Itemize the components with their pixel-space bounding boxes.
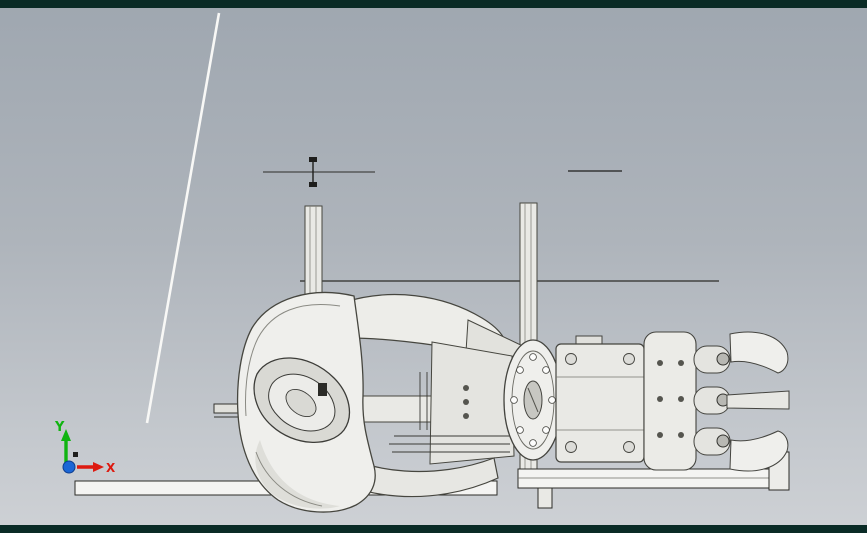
seat-pad-top: [729, 331, 789, 374]
connector-plate: [643, 331, 697, 471]
axis-z-dot: [62, 460, 76, 474]
stacked-plates: [389, 372, 510, 453]
diagonal-line-stroke: [145, 12, 221, 424]
end-effector-assembly[interactable]: [643, 331, 790, 472]
bolt-dots: [463, 385, 469, 419]
dome-rim-lower: [255, 451, 323, 507]
connector-bolts: [657, 360, 684, 438]
wrist-flange[interactable]: [503, 339, 563, 461]
origin-marker: [73, 452, 78, 457]
seat-rail: [726, 390, 790, 410]
sketch-pin-left[interactable]: [263, 157, 375, 187]
seat-pad-bottom: [729, 430, 789, 472]
forearm-block: [429, 341, 515, 465]
flange-bolts: [510, 353, 556, 447]
housing-screws: [565, 353, 635, 453]
robot-arm-assembly[interactable]: [236, 291, 790, 513]
axis-x-label: X: [106, 461, 116, 475]
dome-fitting: [318, 383, 327, 396]
foot-bracket: [537, 487, 553, 509]
axis-y-label: Y: [54, 420, 65, 435]
dome-rim: [245, 303, 341, 417]
pin-head: [309, 157, 317, 162]
pin-foot: [309, 182, 317, 187]
actuator-housing[interactable]: [555, 335, 645, 463]
lens-core: [285, 388, 317, 418]
cylinders: [693, 345, 731, 456]
shoulder-dome[interactable]: [236, 291, 376, 513]
top-window-edge: [0, 0, 867, 8]
axis-y-arrowhead: [61, 429, 71, 441]
dome-shade: [255, 440, 340, 509]
plate: [517, 468, 771, 489]
orientation-triad[interactable]: Y X: [54, 420, 116, 475]
axis-x-arrowhead: [93, 462, 104, 472]
bottom-window-edge: [0, 525, 867, 533]
diagonal-reference-line[interactable]: [145, 12, 221, 424]
bore-detail: [527, 387, 539, 413]
